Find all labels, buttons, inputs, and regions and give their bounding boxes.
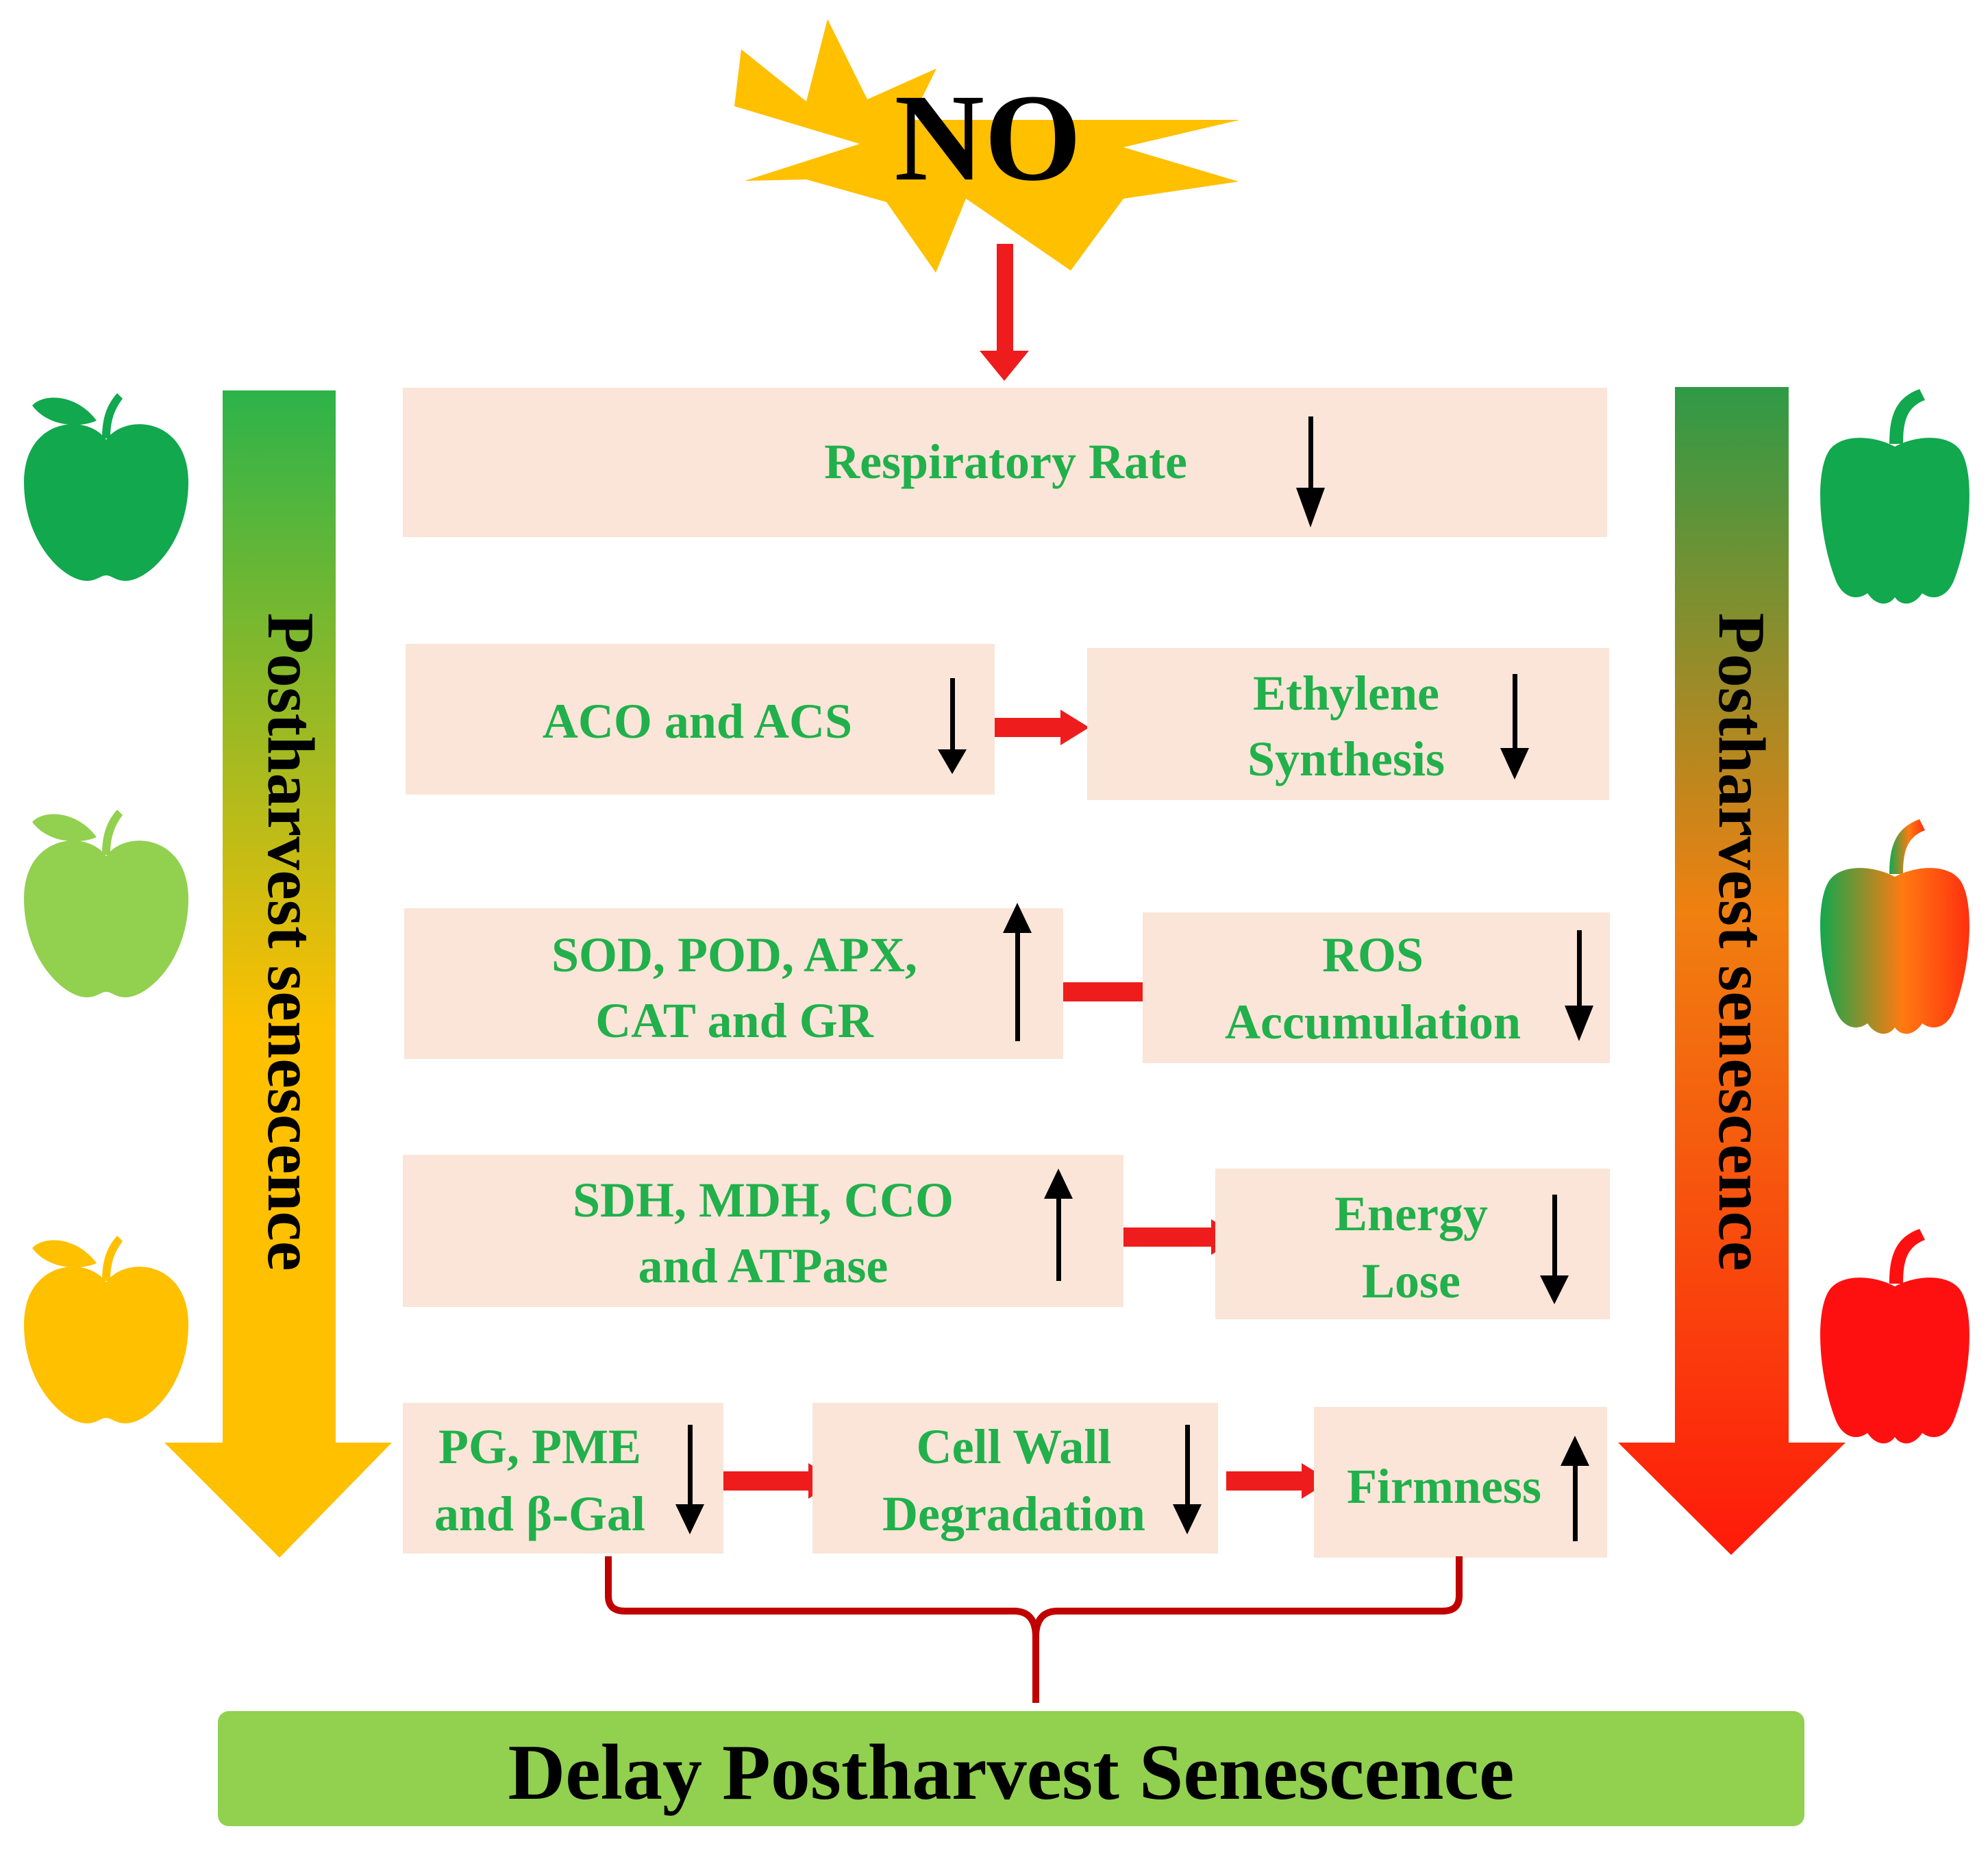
- ethylene-box: [1087, 648, 1609, 800]
- energy-enzymes-line2: and ATPase: [638, 1238, 889, 1293]
- cell-wall-line1: Cell Wall: [917, 1419, 1112, 1474]
- left-senescence-label: Postharvest senescence: [253, 613, 327, 1271]
- cell-wall-box: [812, 1403, 1218, 1554]
- aco-to-ethylene-link-arrow: [995, 710, 1089, 745]
- respiratory-rate-box: [403, 388, 1607, 537]
- energy-enzymes-line1: SDH, MDH, CCO: [573, 1173, 954, 1227]
- pepper-red-icon: [1820, 1229, 1970, 1444]
- apple-green-icon: [24, 393, 188, 581]
- summary-brace: [605, 1556, 1463, 1703]
- wall-enzymes-line1: PG, PME: [438, 1419, 641, 1474]
- antioxidant-enzymes-box: [404, 908, 1063, 1059]
- left-senescence-arrow: [164, 390, 392, 1558]
- ros-box: [1143, 912, 1610, 1063]
- aco-acs-label: ACO and ACS: [543, 694, 852, 749]
- cell-wall-down-arrow: [1173, 1425, 1202, 1534]
- respiratory-down-arrow: [1296, 416, 1325, 527]
- no-burst-shape: [734, 19, 1240, 273]
- ros-down-arrow: [1565, 930, 1593, 1041]
- no-to-rows-arrow: [980, 244, 1029, 381]
- ethylene-line2: Synthesis: [1247, 732, 1445, 786]
- antioxidant-enzymes-line2: CAT and GR: [595, 993, 873, 1048]
- ros-line1: ROS: [1322, 927, 1424, 982]
- right-senescence-arrow: [1618, 387, 1846, 1555]
- energy-box: [1215, 1169, 1610, 1319]
- ethylene-down-arrow: [1500, 674, 1529, 780]
- apple-light-green-icon: [24, 810, 188, 997]
- pepper-green-icon: [1820, 389, 1970, 604]
- wall-enzymes-box: [403, 1403, 723, 1554]
- energy-line1: Energy: [1334, 1186, 1488, 1241]
- wall-enzymes-line2: and β-Gal: [434, 1486, 645, 1541]
- energy-line2: Lose: [1362, 1254, 1461, 1308]
- respiratory-rate-label: Respiratory Rate: [824, 434, 1187, 489]
- ros-line2: Accumulation: [1225, 995, 1521, 1049]
- result-label: Delay Postharvest Senescence: [508, 1729, 1515, 1817]
- wall-enzymes-down-arrow: [675, 1425, 704, 1534]
- firmness-box: [1314, 1407, 1607, 1558]
- energy-down-arrow: [1540, 1195, 1569, 1304]
- aco-acs-box: [406, 644, 995, 795]
- right-senescence-label: Postharvest senescence: [1704, 613, 1778, 1271]
- aco-acs-down-arrow: [938, 678, 967, 774]
- antioxidant-enzymes-line1: SOD, POD, APX,: [551, 927, 917, 982]
- cell-wall-line2: Degradation: [882, 1486, 1145, 1541]
- pepper-ripening-icon: [1820, 819, 1970, 1034]
- ethylene-line1: Ethylene: [1253, 666, 1439, 721]
- firmness-label: Firmness: [1347, 1459, 1541, 1514]
- apple-yellow-icon: [24, 1236, 188, 1423]
- energy-enzymes-up-arrow: [1044, 1169, 1073, 1281]
- energy-enzymes-box: [403, 1155, 1123, 1307]
- no-trigger-label: NO: [895, 69, 1082, 207]
- antioxidant-up-arrow: [1003, 903, 1032, 1041]
- result-bar: [218, 1711, 1804, 1826]
- firmness-up-arrow: [1561, 1436, 1589, 1541]
